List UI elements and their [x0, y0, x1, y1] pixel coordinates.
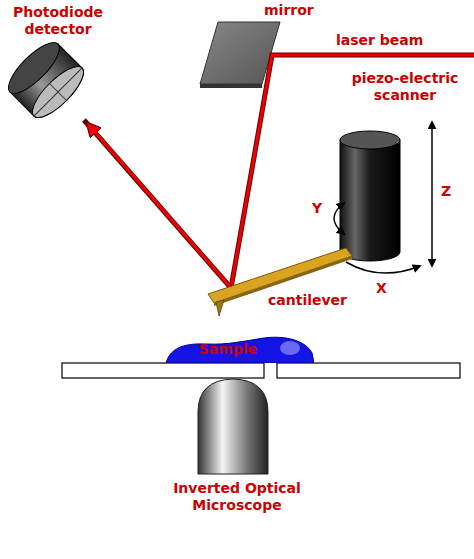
x-axis-arrow [346, 262, 420, 273]
part-label: laser beam [336, 32, 423, 49]
scanner-cylinder [340, 131, 400, 261]
laser-beam-outline [231, 55, 474, 288]
objective-lens [198, 379, 268, 474]
part-label: Z [441, 183, 451, 200]
stage-plate [277, 363, 460, 378]
cantilever-beam [208, 248, 352, 316]
part-label: Photodiode detector [6, 4, 110, 38]
part-label: cantilever [268, 292, 347, 309]
sample-highlight [280, 341, 300, 355]
laser-beam [231, 55, 474, 288]
photodiode-symbol [1, 35, 90, 124]
part-label: Y [312, 200, 322, 217]
reflected-beam [88, 124, 231, 288]
mirror-edge [200, 84, 262, 88]
z-axis-arrow [431, 122, 433, 266]
sample-blob: Sample [166, 335, 314, 363]
stage-plate [62, 363, 264, 378]
sample-label: Sample [166, 335, 314, 360]
part-label: X [376, 280, 387, 297]
reflected-beam-outline [84, 120, 231, 288]
part-label: mirror [264, 2, 314, 19]
y-axis-arrow [334, 203, 344, 234]
part-label: piezo-electric scanner [338, 70, 472, 104]
part-label: Inverted Optical Microscope [158, 480, 316, 514]
